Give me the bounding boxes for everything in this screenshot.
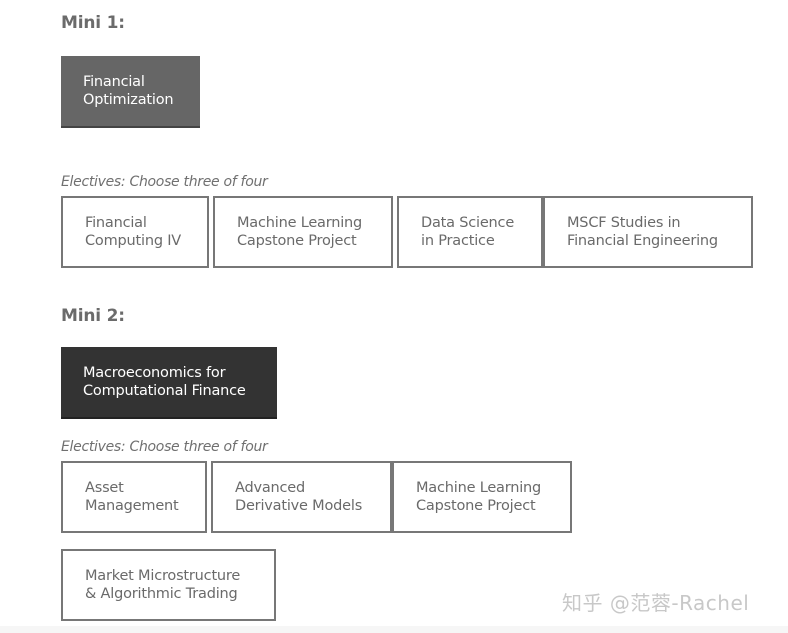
course-title: Macroeconomics for Computational Finance [83, 365, 246, 399]
course-title: Market Microstructure & Algorithmic Trad… [85, 568, 241, 602]
mini1-elective-2: Machine Learning Capstone Project [213, 196, 393, 268]
watermark: 知乎 @范蓉-Rachel [562, 591, 750, 615]
course-title: Financial Computing IV [85, 215, 182, 249]
course-title: MSCF Studies in Financial Engineering [567, 215, 718, 249]
course-title: Financial Optimization [83, 74, 174, 108]
mini2-elective-3: Machine Learning Capstone Project [392, 461, 572, 533]
mini2-elective-2: Advanced Derivative Models [211, 461, 392, 533]
course-title: Machine Learning Capstone Project [237, 215, 363, 249]
mini1-electives-label: Electives: Choose three of four [61, 174, 268, 190]
mini2-elective-4: Market Microstructure & Algorithmic Trad… [61, 549, 276, 621]
course-title: Asset Management [85, 480, 179, 514]
mini1-elective-4: MSCF Studies in Financial Engineering [543, 196, 753, 268]
course-title: Advanced Derivative Models [235, 480, 363, 514]
mini2-core-course: Macroeconomics for Computational Finance [61, 347, 277, 419]
mini2-electives-label: Electives: Choose three of four [61, 439, 268, 455]
mini1-heading: Mini 1: [61, 13, 125, 33]
course-title: Data Science in Practice [421, 215, 515, 249]
course-title: Machine Learning Capstone Project [416, 480, 542, 514]
mini1-core-course: Financial Optimization [61, 56, 200, 128]
bottom-strip [0, 626, 788, 633]
mini1-elective-3: Data Science in Practice [397, 196, 543, 268]
mini1-elective-1: Financial Computing IV [61, 196, 209, 268]
mini2-heading: Mini 2: [61, 306, 125, 326]
mini2-elective-1: Asset Management [61, 461, 207, 533]
